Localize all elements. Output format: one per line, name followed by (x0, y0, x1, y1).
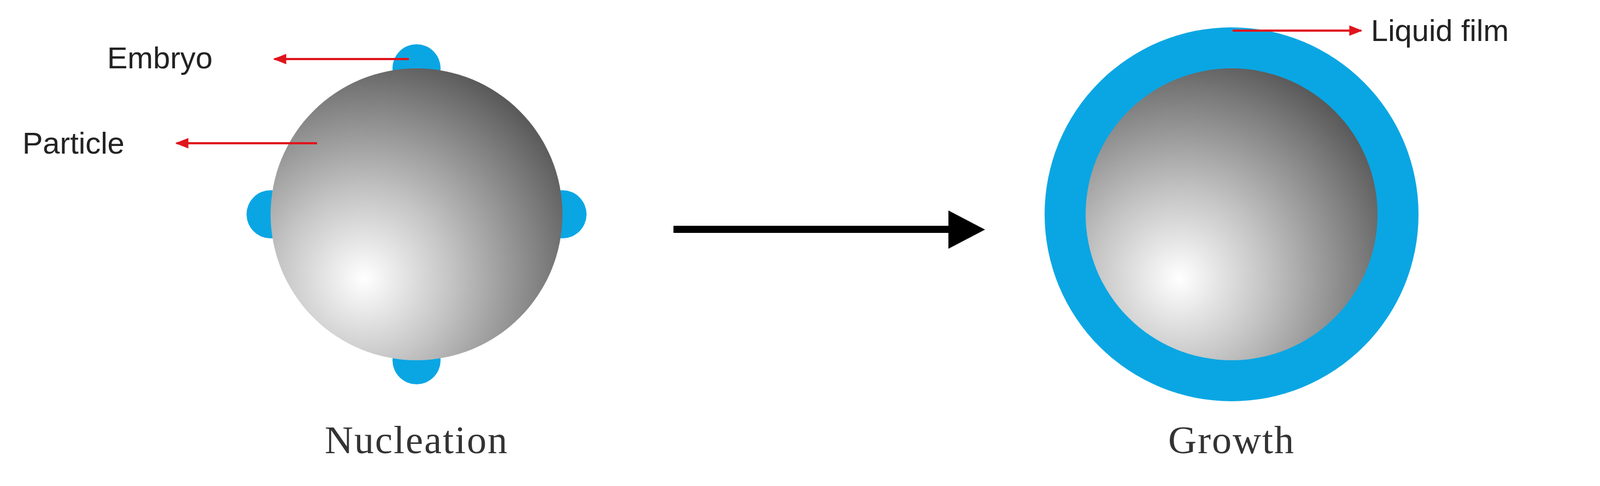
leader-arrow (176, 142, 318, 145)
embryos (246, 44, 587, 385)
leader-arrow (1232, 29, 1362, 32)
part-label: Liquid film (1370, 13, 1509, 48)
leader-arrow (274, 57, 409, 61)
particle-sphere (1085, 68, 1378, 361)
stage-caption: Nucleation (324, 418, 509, 462)
part-label: Embryo (107, 40, 213, 75)
process-arrow (673, 210, 986, 249)
particle-sphere (270, 68, 563, 361)
liquid-film (1044, 27, 1419, 402)
part-label: Particle (22, 126, 125, 161)
stage-caption: Growth (1168, 418, 1295, 462)
